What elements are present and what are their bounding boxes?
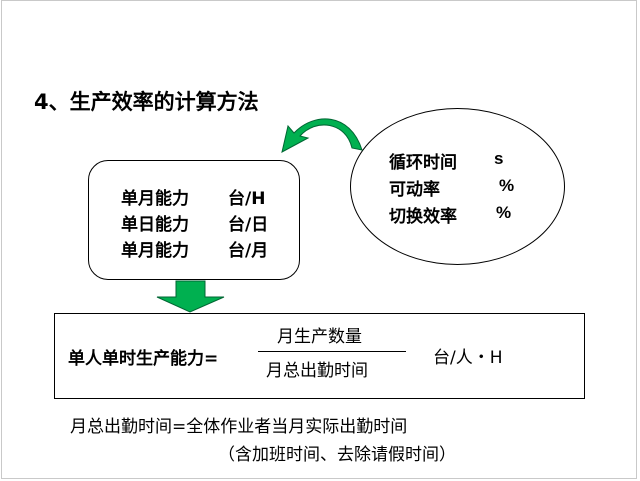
capacity-box <box>88 160 300 280</box>
factor-label-3: 切换效率 <box>389 207 457 227</box>
capacity-unit-2: 台/日 <box>228 215 269 235</box>
curved-arrow-icon <box>281 118 363 153</box>
formula-numerator: 月生产数量 <box>277 327 362 347</box>
capacity-unit-1: 台/H <box>228 189 266 209</box>
formula-denominator: 月总出勤时间 <box>266 361 368 381</box>
fraction-bar <box>258 351 406 352</box>
capacity-label-1: 单月能力 <box>121 189 189 209</box>
page-title: 4、生产效率的计算方法 <box>34 90 259 114</box>
note-line-1: 月总出勤时间=全体作业者当月实际出勤时间 <box>70 417 408 437</box>
factor-unit-3: % <box>496 203 512 222</box>
factor-unit-1: s <box>494 149 504 168</box>
capacity-label-3: 单月能力 <box>121 241 189 261</box>
note-line-2: （含加班时间、去除请假时间） <box>218 445 456 465</box>
formula-label: 单人单时生产能力= <box>68 349 219 369</box>
down-arrow-icon <box>156 280 225 313</box>
factor-label-2: 可动率 <box>389 180 440 200</box>
formula-unit: 台/人・H <box>433 348 503 368</box>
factor-unit-2: % <box>499 176 515 195</box>
formula-box <box>54 313 585 399</box>
factor-label-1: 循环时间 <box>389 153 457 173</box>
factors-ellipse <box>350 108 565 265</box>
capacity-unit-3: 台/月 <box>228 241 269 261</box>
capacity-label-2: 单日能力 <box>121 215 189 235</box>
